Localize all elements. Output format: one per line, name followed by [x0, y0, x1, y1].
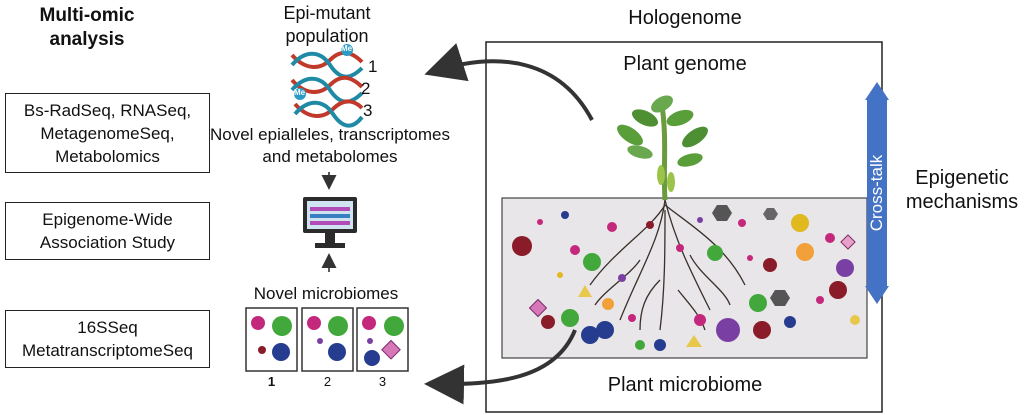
curved-arrow-top: [424, 43, 594, 121]
methyl-label-1: Me: [341, 44, 353, 53]
computer-icon: [303, 197, 357, 248]
panel-label-1: 1: [267, 374, 276, 389]
panel-label-2: 2: [323, 374, 332, 389]
roots: [589, 199, 746, 331]
panel-label-3: 3: [378, 374, 387, 389]
novel-epialleles-line1: Novel epialleles, transcriptomes: [210, 125, 450, 144]
epi-mutant-population-label: Epi-mutant population: [252, 2, 402, 48]
crosstalk-label-wrap: Cross-talk: [867, 100, 887, 286]
sequencing-box: Bs-RadSeq, RNASeq, MetagenomeSeq, Metabo…: [5, 93, 210, 173]
sequencing-box-line2: MetagenomeSeq,: [40, 123, 175, 143]
novel-microbiomes-label: Novel microbiomes: [253, 284, 399, 303]
dna-label-2: 2: [361, 79, 371, 98]
novel-epialleles-label: Novel epialleles, transcriptomes and met…: [205, 124, 455, 168]
multi-omic-title: Multi-omic analysis: [22, 4, 152, 52]
sequencing-box-line3: Metabolomics: [55, 146, 160, 166]
microbiome-panels: [245, 307, 409, 372]
sixteen-s-box-line2: MetatranscriptomeSeq: [21, 341, 194, 360]
epigenetic-line1: Epigenetic: [915, 167, 1009, 189]
sixteen-s-box-line1: 16SSeq: [77, 318, 138, 337]
plant-genome-label: Plant genome: [623, 53, 747, 75]
novel-epialleles-line2: and metabolomes: [262, 147, 398, 166]
sixteen-s-box: 16SSeq MetatranscriptomeSeq: [5, 310, 210, 368]
epigenetic-line2: mechanisms: [905, 191, 1019, 213]
methyl-label-2: Me: [294, 88, 306, 97]
ewas-box-line1: Epigenome-Wide: [42, 210, 173, 229]
ewas-box-line2: Association Study: [39, 233, 176, 252]
soil-area: [501, 197, 868, 359]
epi-mutant-line1: Epi-mutant: [283, 3, 371, 23]
sequencing-box-line1: Bs-RadSeq, RNASeq,: [23, 100, 192, 120]
plant-microbiome-label: Plant microbiome: [607, 374, 763, 396]
ewas-box: Epigenome-Wide Association Study: [5, 202, 210, 260]
crosstalk-arrow: [865, 82, 889, 304]
soil-microbes: [512, 205, 860, 351]
dna-label-3: 3: [363, 101, 373, 120]
dna-icon: [290, 44, 364, 128]
curved-arrow-bottom: [424, 329, 577, 405]
dna-label-1: 1: [368, 57, 378, 76]
multi-omic-title-line2: analysis: [49, 29, 125, 50]
multi-omic-title-line1: Multi-omic: [39, 5, 135, 26]
epigenetic-mechanisms-label: Epigenetic mechanisms: [902, 166, 1022, 214]
plant-icon: [617, 95, 708, 201]
epi-mutant-line2: population: [285, 26, 369, 46]
crosstalk-label: Cross-talk: [867, 154, 886, 232]
hologenome-title: Hologenome: [628, 7, 742, 29]
